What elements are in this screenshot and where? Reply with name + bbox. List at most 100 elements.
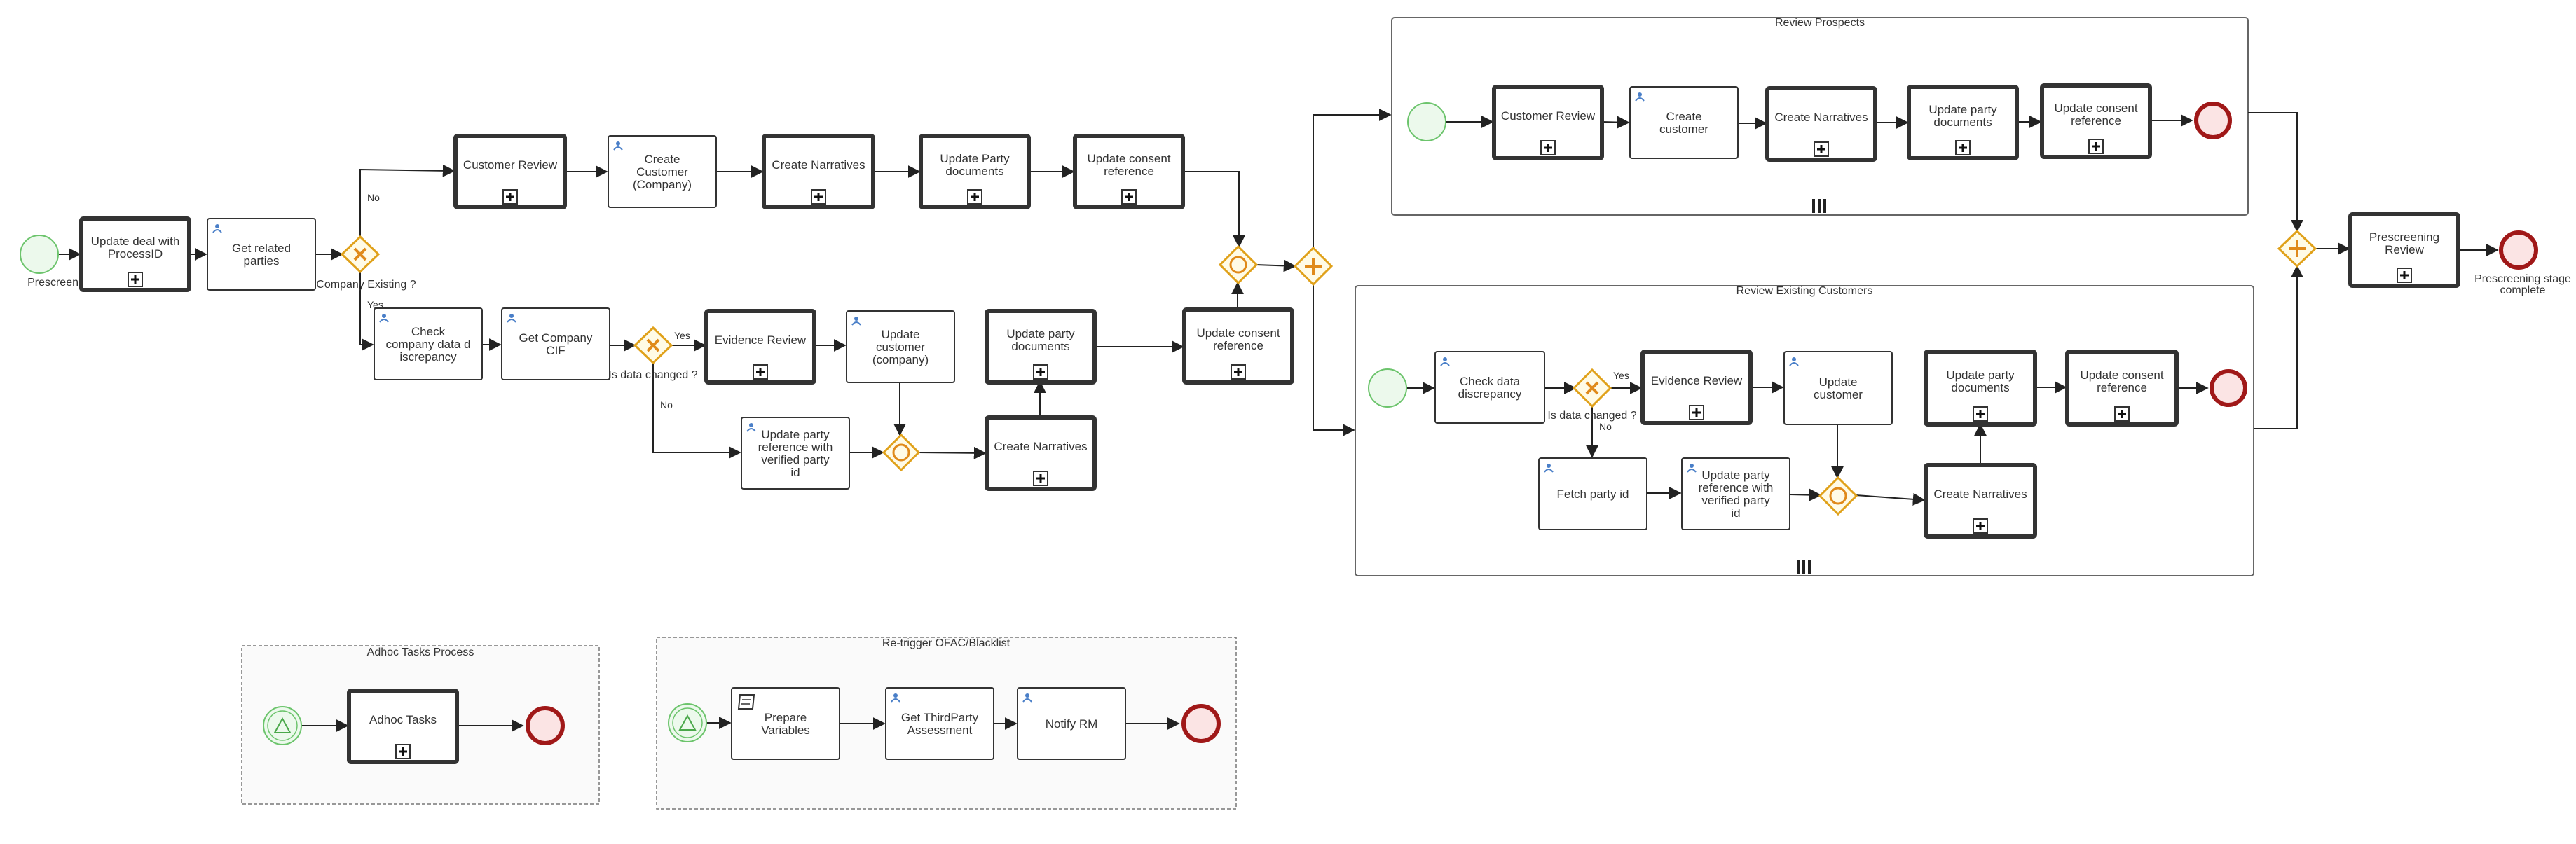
task-create-narratives[interactable]: Create Narratives xyxy=(762,134,875,209)
end-event-prescreening[interactable] xyxy=(2499,230,2538,270)
task-label-line: Evidence Review xyxy=(715,333,807,347)
task-label-line: Update party xyxy=(1006,327,1075,340)
parallel-gateway-join[interactable] xyxy=(2277,229,2317,268)
task-label-line: parties xyxy=(243,254,279,268)
pool-title-review-prospects: Review Prospects xyxy=(1775,17,1865,29)
task-label-line: Update consent xyxy=(1087,152,1170,165)
exclusive-gateway-data-changed-existing[interactable] xyxy=(1572,368,1612,408)
inclusive-gateway-merge-narratives[interactable] xyxy=(882,433,921,472)
edge-label-no: No xyxy=(660,399,673,410)
task-label-line: Create Narratives xyxy=(994,440,1087,453)
task-label-line: (Company) xyxy=(633,178,692,191)
task-create-narratives[interactable]: Create Narratives xyxy=(1765,86,1877,162)
start-event[interactable] xyxy=(20,235,59,274)
task-label-line: Update Party xyxy=(940,152,1010,165)
exclusive-gateway-data-changed[interactable] xyxy=(633,326,673,365)
task-label-line: reference xyxy=(1104,165,1154,178)
task-label-line: Review xyxy=(2385,243,2424,256)
start-event-adhoc[interactable] xyxy=(263,706,302,745)
end-event-existing[interactable] xyxy=(2210,369,2247,407)
task-notify-rm[interactable]: Notify RM xyxy=(1017,687,1126,760)
task-evidence-review[interactable]: Evidence Review xyxy=(704,309,816,385)
task-label-line: customer xyxy=(876,340,925,354)
parallel-gateway-split[interactable] xyxy=(1293,246,1334,286)
start-event-prospects[interactable] xyxy=(1407,102,1446,141)
task-label-line: reference xyxy=(2071,114,2121,127)
pool-title-review-existing: Review Existing Customers xyxy=(1736,285,1873,297)
exclusive-gateway-company-existing[interactable] xyxy=(340,235,381,274)
triangle-icon xyxy=(678,714,697,731)
task-label-line: documents xyxy=(945,165,1003,178)
inclusive-gateway-merge-existing[interactable] xyxy=(1818,476,1858,516)
task-customer-review[interactable]: Customer Review xyxy=(453,134,567,209)
subprocess-plus-icon xyxy=(2114,406,2130,422)
task-label-line: Get Company xyxy=(519,331,593,345)
task-label-line: Update xyxy=(1819,375,1858,389)
pool-review-existing-customers: Review Existing Customers xyxy=(1355,285,2254,576)
task-create-narratives[interactable]: Create Narratives xyxy=(985,415,1097,491)
task-label-line: Update consent xyxy=(1196,326,1280,340)
user-task-icon xyxy=(1440,357,1450,366)
task-label-line: Update party xyxy=(1928,103,1997,116)
end-event-retrigger[interactable] xyxy=(1181,704,1221,743)
user-task-icon xyxy=(891,693,900,703)
task-label-line: Assessment xyxy=(907,724,973,737)
task-label-line: CIF xyxy=(546,344,565,357)
triangle-icon xyxy=(273,717,292,733)
inclusive-gateway-merge-main[interactable] xyxy=(1218,244,1259,285)
start-event-retrigger[interactable] xyxy=(668,703,707,742)
subprocess-plus-icon xyxy=(1814,141,1829,157)
start-event-existing[interactable] xyxy=(1368,368,1407,408)
pool-title-retrigger: Re-trigger OFAC/Blacklist xyxy=(882,637,1010,649)
task-label-line: verified party xyxy=(761,453,830,466)
task-label-line: documents xyxy=(1933,116,1992,129)
task-label-line: reference xyxy=(2097,381,2147,394)
end-event-adhoc[interactable] xyxy=(526,706,565,745)
task-create-narratives[interactable]: Create Narratives xyxy=(1924,463,2037,539)
task-label-line: Evidence Review xyxy=(1651,374,1743,387)
edge-label-yes: Yes xyxy=(1613,370,1629,381)
task-label-line: (company) xyxy=(872,353,929,366)
task-evidence-review[interactable]: Evidence Review xyxy=(1640,350,1753,425)
end-event-prospects[interactable] xyxy=(2194,102,2232,139)
task-label-line: iscrepancy xyxy=(399,350,457,364)
task-label-line: company data d xyxy=(386,338,471,351)
task-label-line: Update party xyxy=(1701,469,1770,482)
subprocess-plus-icon xyxy=(753,364,768,380)
task-label-line: Get related xyxy=(232,242,291,255)
task-adhoc-tasks[interactable]: Adhoc Tasks xyxy=(347,689,459,764)
pool-title-adhoc: Adhoc Tasks Process xyxy=(367,646,474,658)
task-label-line: documents xyxy=(1011,340,1069,353)
task-label-line: Update deal with xyxy=(91,235,180,248)
task-fetch-party-id[interactable]: Fetch party id xyxy=(1538,457,1647,530)
task-label-line: Variables xyxy=(761,724,810,737)
subprocess-plus-icon xyxy=(1973,518,1988,534)
task-customer-review[interactable]: Customer Review xyxy=(1492,85,1604,160)
subprocess-plus-icon xyxy=(395,744,411,759)
task-label-line: documents xyxy=(1951,381,2009,394)
